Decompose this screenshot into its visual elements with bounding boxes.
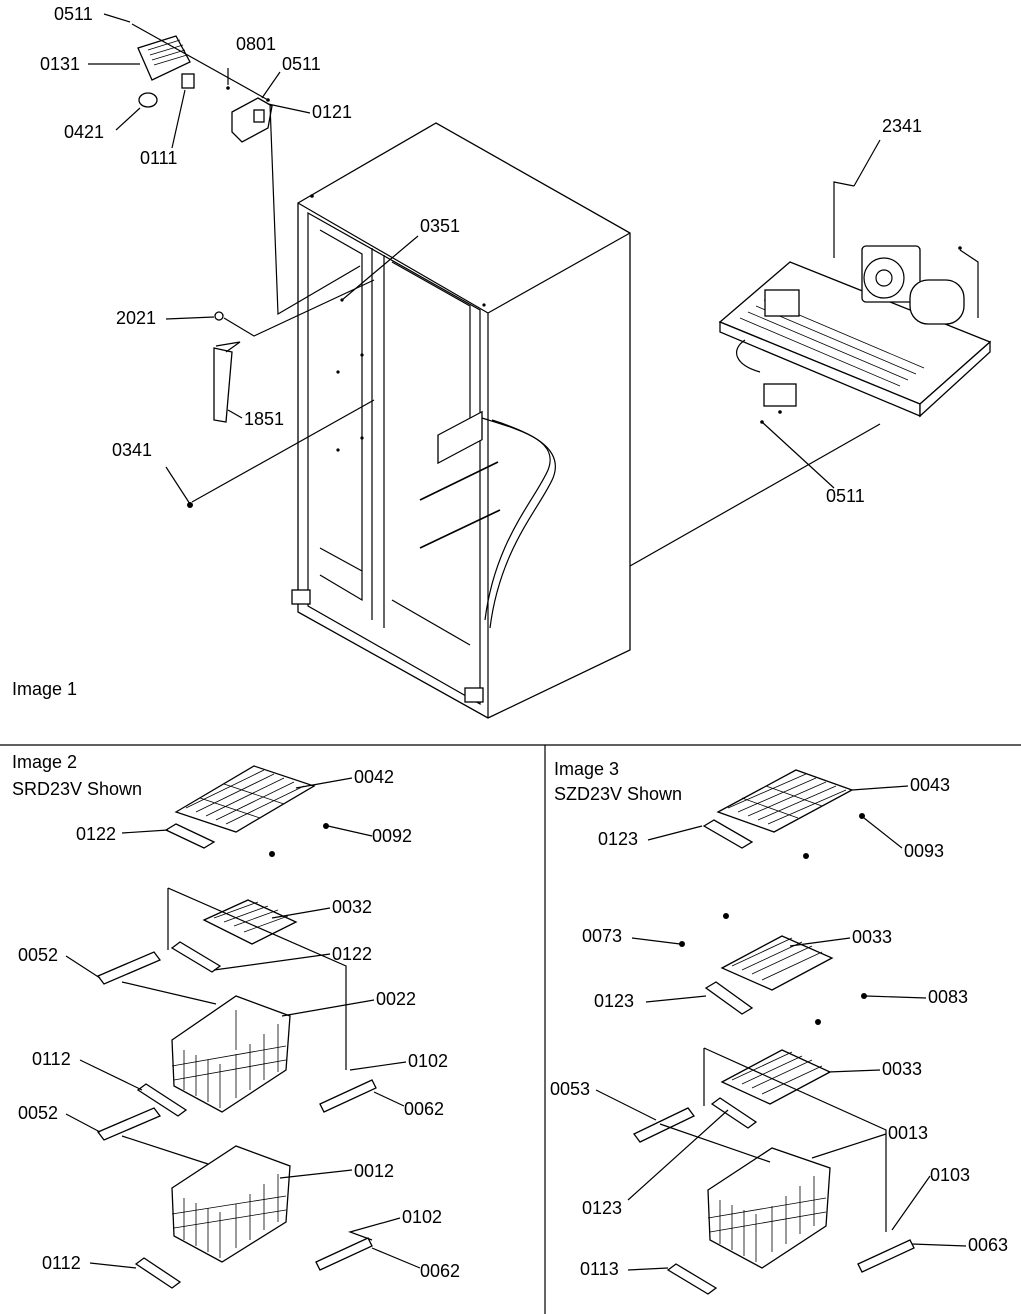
shelf-mid-img3 <box>679 913 867 1025</box>
callout-0122: 0122 <box>332 944 372 964</box>
callout-0511: 0511 <box>826 486 865 506</box>
callout-0123: 0123 <box>594 991 634 1011</box>
callout-0022: 0022 <box>376 989 416 1009</box>
leader-lines-img1 <box>88 13 979 567</box>
image3-model: SZD23V Shown <box>554 784 682 804</box>
callout-0102: 0102 <box>408 1051 448 1071</box>
image1-caption: Image 1 <box>12 679 77 699</box>
trim-parts <box>187 311 241 508</box>
callout-0062: 0062 <box>404 1099 444 1119</box>
callout-0092: 0092 <box>372 826 412 846</box>
callout-0421: 0421 <box>64 122 104 142</box>
callout-0033: 0033 <box>852 927 892 947</box>
callout-0083: 0083 <box>928 987 968 1007</box>
callout-0111: 0111 <box>140 148 177 168</box>
shelf-top-img2 <box>164 765 329 857</box>
basket-upper-img2 <box>96 951 377 1117</box>
callout-0511: 0511 <box>54 4 93 24</box>
callout-0112: 0112 <box>42 1253 81 1273</box>
callout-0032: 0032 <box>332 897 372 917</box>
callout-0121: 0121 <box>312 102 352 122</box>
shelf-mid-img2 <box>167 887 347 1070</box>
basket-lower-img2 <box>96 1107 373 1289</box>
callout-0043: 0043 <box>910 775 950 795</box>
callout-0122: 0122 <box>76 824 116 844</box>
callout-0103: 0103 <box>930 1165 970 1185</box>
callout-0052: 0052 <box>18 1103 58 1123</box>
callout-0341: 0341 <box>112 440 152 460</box>
callout-0042: 0042 <box>354 767 394 787</box>
callout-2021: 2021 <box>116 308 156 328</box>
image3-caption: Image 3 <box>554 759 619 779</box>
callout-0053: 0053 <box>550 1079 590 1099</box>
callout-0123: 0123 <box>582 1198 622 1218</box>
callout-0093: 0093 <box>904 841 944 861</box>
leader-lines-img3 <box>595 785 967 1271</box>
callout-0033: 0033 <box>882 1059 922 1079</box>
callout-0801: 0801 <box>236 34 276 54</box>
callout-0131: 0131 <box>40 54 80 74</box>
callout-0012: 0012 <box>354 1161 394 1181</box>
callout-0013: 0013 <box>888 1123 928 1143</box>
callout-0113: 0113 <box>580 1259 619 1279</box>
callout-0102: 0102 <box>402 1207 442 1227</box>
leader-lines-img2 <box>65 777 421 1269</box>
callout-0123: 0123 <box>598 829 638 849</box>
callout-0112: 0112 <box>32 1049 71 1069</box>
machine-compartment <box>718 245 992 424</box>
light-assembly <box>137 35 273 143</box>
callout-1851: 1851 <box>244 409 284 429</box>
callout-0063: 0063 <box>968 1235 1008 1255</box>
callout-2341: 2341 <box>882 116 922 136</box>
callout-0511: 0511 <box>282 54 321 74</box>
shelf-top-img3 <box>702 769 865 859</box>
callout-0073: 0073 <box>582 926 622 946</box>
callout-0351: 0351 <box>420 216 460 236</box>
image2-caption: Image 2 <box>12 752 77 772</box>
callout-0052: 0052 <box>18 945 58 965</box>
cabinet-assembly <box>291 122 631 719</box>
callout-0062: 0062 <box>420 1261 460 1281</box>
basket-img3 <box>633 1107 915 1295</box>
image2-model: SRD23V Shown <box>12 779 142 799</box>
